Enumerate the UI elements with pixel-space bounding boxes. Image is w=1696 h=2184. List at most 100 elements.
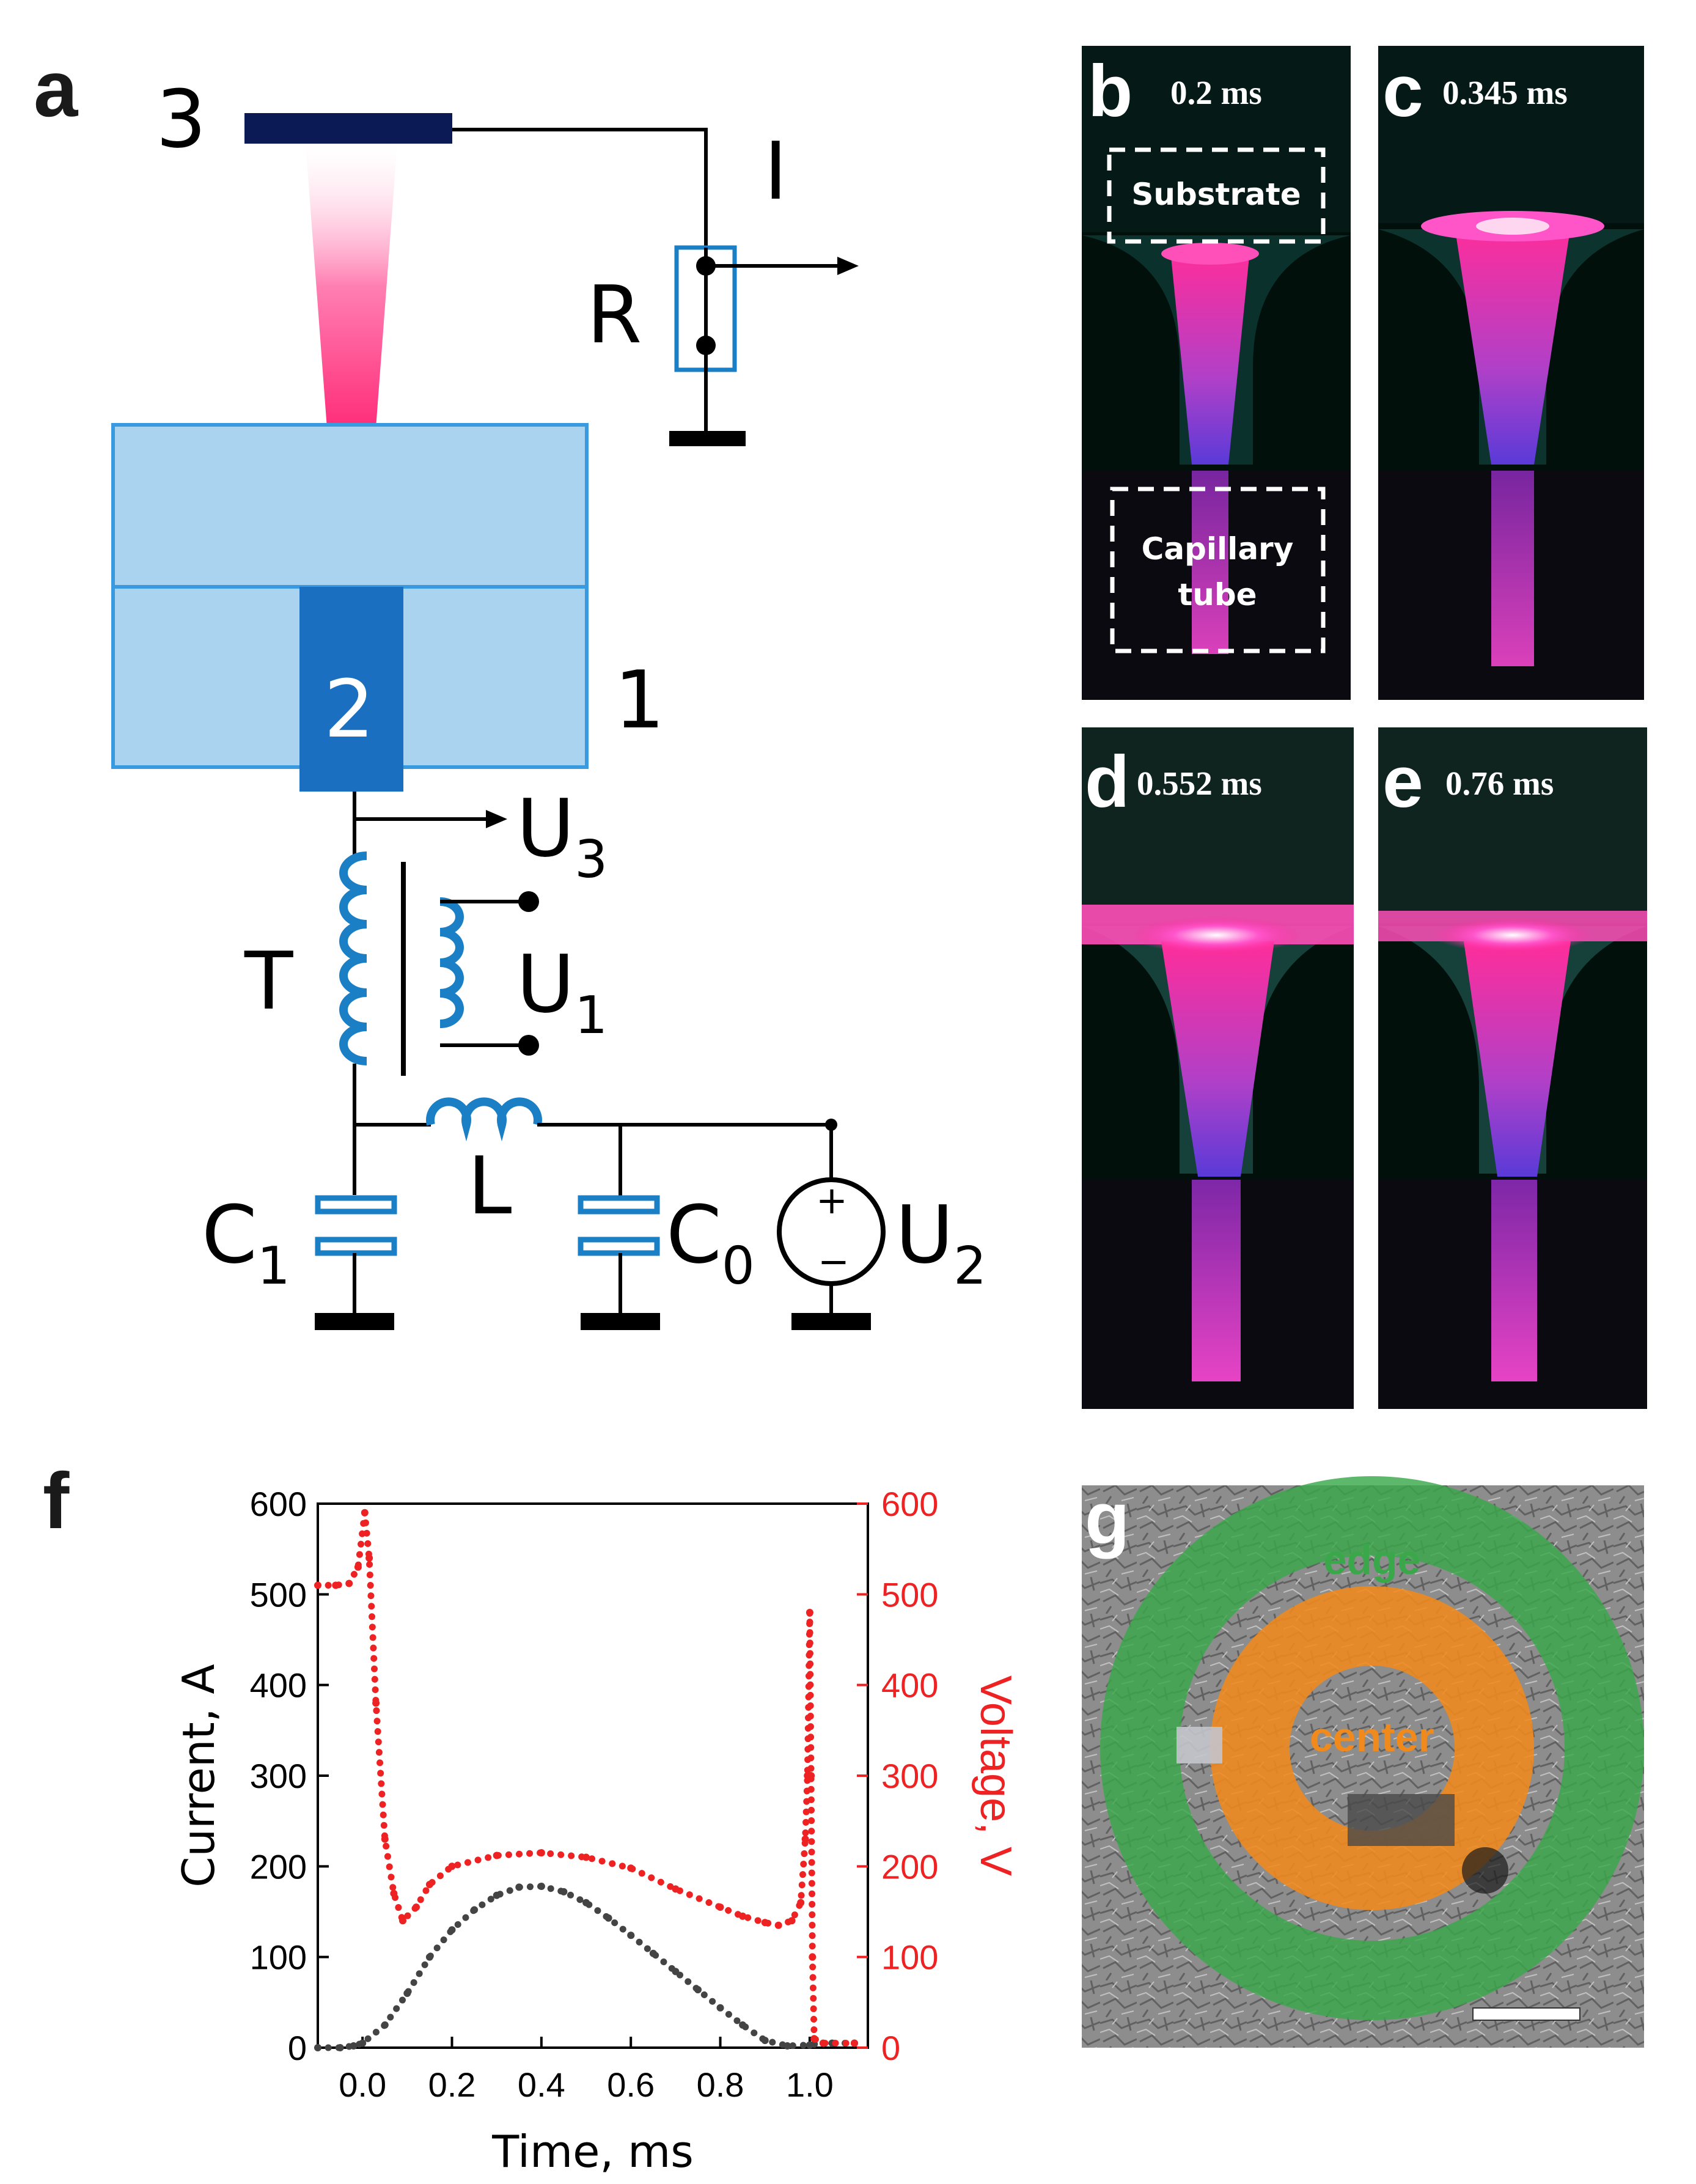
label-tube: tube: [1178, 577, 1257, 612]
y-tick-label-3: 300: [250, 1757, 307, 1795]
series-current-point-15: [627, 1932, 635, 1939]
label-chamber-1: 1: [614, 653, 665, 746]
series-voltage-point-23: [797, 1899, 805, 1906]
chart-plot-frame: [317, 1502, 869, 2049]
x-tick-label-1: 0.2: [428, 2065, 476, 2104]
series-voltage-point-7: [381, 1835, 389, 1843]
series-current-point-2: [350, 2042, 358, 2050]
ring-edge: [1100, 1476, 1644, 2020]
series-current-point-1: [336, 2044, 344, 2051]
capacitor-C1-top: [315, 1195, 397, 1215]
panel-label-d: d: [1085, 741, 1129, 823]
series-current-point-11: [537, 1883, 545, 1890]
series-current-point-9: [493, 1891, 501, 1899]
y-right-tick-label-3: 300: [881, 1757, 938, 1795]
label-I: I: [764, 125, 787, 218]
box-capillary-tube: [1110, 487, 1326, 653]
label-U1: U1: [516, 938, 608, 1046]
series-current-point-0: [314, 2044, 321, 2051]
panel-label-g: g: [1085, 1477, 1129, 1559]
series-current-point-17: [672, 1968, 680, 1976]
series-current-point-13: [582, 1899, 590, 1906]
series-voltage-point-2: [345, 1579, 353, 1587]
inductor-L: [426, 1097, 542, 1142]
y-right-tick-label-2: 200: [881, 1847, 938, 1886]
series-current-point-5: [403, 1990, 411, 1997]
series-voltage-point-14: [537, 1849, 545, 1857]
y-tick-label-6: 600: [250, 1485, 307, 1523]
label-C1: C1: [202, 1188, 290, 1296]
series-voltage-point-22: [788, 1917, 796, 1925]
transformer-secondary: [439, 897, 464, 1028]
time-c: 0.345 ms: [1442, 74, 1568, 111]
series-voltage-point-11: [425, 1881, 433, 1888]
panel-b-photo: Substrate Capillary tube b 0.2 ms: [1082, 46, 1351, 700]
label-electrode-2: 2: [324, 663, 375, 756]
ring-center-label: center: [1310, 1714, 1434, 1760]
label-C0: C0: [666, 1188, 755, 1296]
x-tick-label-5: 1.0: [786, 2065, 834, 2104]
panel-label-f: f: [43, 1456, 70, 1545]
y-right-tick-label-4: 400: [881, 1666, 938, 1705]
y-tick-label-4: 400: [250, 1666, 307, 1705]
series-current-point-16: [649, 1949, 657, 1957]
series-voltage-point-10: [413, 1903, 420, 1911]
series-current-point-7: [448, 1926, 456, 1934]
y-tick-label-0: 0: [288, 2029, 307, 2067]
x-tick-label-3: 0.6: [607, 2065, 655, 2104]
series-current-point-19: [716, 2004, 724, 2012]
time-d: 0.552 ms: [1137, 765, 1262, 802]
label-electrode-3: 3: [156, 73, 207, 166]
series-voltage-point-3: [354, 1563, 362, 1571]
series-current-line: [314, 1883, 858, 2051]
series-voltage-point-8: [390, 1889, 398, 1897]
panel-label-a: a: [34, 44, 79, 133]
series-voltage-point-21: [774, 1921, 782, 1929]
series-current-point-18: [694, 1986, 702, 1994]
series-voltage-point-16: [627, 1864, 635, 1872]
panel-label-c: c: [1382, 50, 1423, 132]
series-voltage-point-20: [761, 1919, 769, 1927]
ring-center: [1210, 1586, 1534, 1910]
panel-label-b: b: [1088, 50, 1133, 132]
label-L: L: [468, 1139, 512, 1232]
label-U3: U3: [516, 782, 608, 890]
label-T: T: [244, 935, 293, 1028]
electrode-2: [299, 587, 403, 792]
series-voltage-point-6: [372, 1699, 380, 1707]
plasma-beam: [306, 144, 397, 428]
series-voltage-point-30: [819, 2039, 827, 2047]
capacitor-C1-bottom: [315, 1237, 397, 1256]
label-U2: U2: [895, 1188, 986, 1296]
series-voltage-point-5: [365, 1554, 373, 1562]
series-voltage-point-17: [672, 1885, 680, 1893]
label-R: R: [587, 268, 642, 361]
series-current-point-10: [515, 1883, 523, 1891]
source-minus: −: [818, 1239, 850, 1284]
series-voltage-point-0: [314, 1581, 321, 1589]
series-current-point-8: [471, 1906, 479, 1914]
panel-label-e: e: [1382, 741, 1423, 823]
electrode-3: [244, 113, 452, 144]
x-tick-label-4: 0.8: [697, 2065, 744, 2104]
series-current-point-4: [381, 2021, 389, 2029]
x-tick-label-2: 0.4: [518, 2065, 565, 2104]
chart-xlabel: Time, ms: [491, 2126, 694, 2177]
series-voltage-point-31: [851, 2039, 858, 2047]
y-right-tick-label-6: 600: [881, 1485, 938, 1523]
box-substrate: [1107, 147, 1326, 244]
transformer-primary: [339, 851, 367, 1065]
series-voltage-point-27: [807, 1772, 815, 1779]
y-tick-label-1: 100: [250, 1938, 307, 1977]
series-voltage-point-1: [332, 1581, 340, 1589]
series-voltage-point-26: [806, 1609, 813, 1616]
series-voltage-point-19: [739, 1912, 747, 1920]
series-voltage-point-24: [801, 1835, 809, 1843]
series-current-point-12: [560, 1888, 568, 1895]
y-right-tick-label-0: 0: [881, 2029, 900, 2067]
capacitor-C0-top: [578, 1195, 660, 1215]
series-voltage-point-15: [582, 1853, 590, 1861]
y-tick-label-5: 500: [250, 1575, 307, 1614]
